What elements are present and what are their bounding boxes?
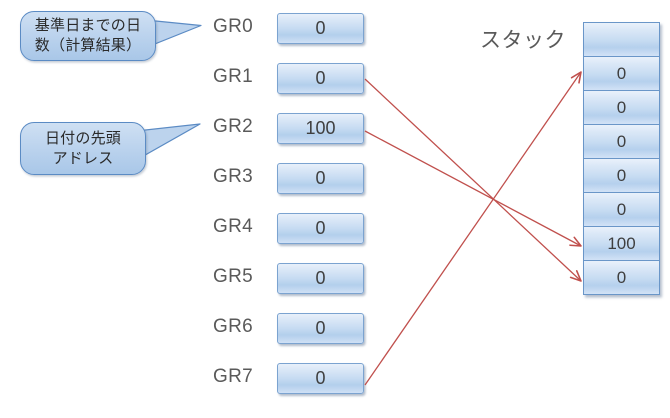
register-value: 0 (315, 218, 326, 238)
callout-line-2: アドレス (52, 149, 114, 167)
stack-cell-3: 0 (584, 125, 659, 159)
stack-cell-5: 0 (584, 193, 659, 227)
register-label-gr4: GR4 (213, 216, 253, 237)
register-value: 0 (315, 18, 326, 38)
register-label-gr3: GR3 (213, 166, 253, 187)
stack-cell-0 (584, 23, 659, 57)
stack-cell-2: 0 (584, 91, 659, 125)
stack-cell-value: 0 (616, 199, 627, 219)
stack-title: スタック (480, 29, 566, 52)
register-box-gr2: 100 (277, 113, 364, 144)
stack-cell-value: 0 (616, 63, 627, 83)
register-value: 0 (315, 268, 326, 288)
stack-cell-7: 0 (584, 261, 659, 294)
register-box-gr6: 0 (277, 313, 364, 344)
stack-container: 0 0 0 0 0 100 0 (583, 22, 660, 295)
register-box-gr4: 0 (277, 213, 364, 244)
register-value: 0 (315, 68, 326, 88)
register-value: 0 (315, 168, 326, 188)
register-box-gr1: 0 (277, 63, 364, 94)
stack-cell-value: 0 (616, 131, 627, 151)
stack-cell-value: 0 (616, 97, 627, 117)
register-value: 0 (315, 318, 326, 338)
stack-cell-value: 0 (616, 165, 627, 185)
callout-days-until-base-date: 基準日までの日 数（計算結果） (20, 11, 156, 61)
arrow-gr7-to-stack-top (364, 71, 582, 386)
register-box-gr0: 0 (277, 13, 364, 44)
register-value: 0 (315, 368, 326, 388)
callout-line-2: 数（計算結果） (34, 37, 142, 54)
register-box-gr5: 0 (277, 263, 364, 294)
callout-tail-date-head-address (135, 120, 204, 164)
stack-cell-value: 0 (616, 267, 627, 287)
register-label-gr1: GR1 (213, 66, 253, 87)
arrow-gr2-to-stack-100 (364, 130, 582, 247)
register-label-gr5: GR5 (213, 266, 253, 287)
register-label-gr2: GR2 (213, 116, 253, 137)
stack-cell-1: 0 (584, 57, 659, 91)
register-value: 100 (305, 118, 336, 138)
callout-tail-days-until-base-date (145, 16, 205, 52)
register-box-gr7: 0 (277, 363, 364, 394)
arrow-gr1-to-stack-bottom (364, 78, 582, 282)
register-label-gr7: GR7 (213, 366, 253, 387)
stack-cell-4: 0 (584, 159, 659, 193)
register-label-gr0: GR0 (213, 16, 253, 37)
callout-line-1: 基準日までの日 (34, 17, 142, 35)
callout-date-head-address: 日付の先頭 アドレス (20, 122, 146, 175)
stack-cell-6: 100 (584, 227, 659, 261)
register-box-gr3: 0 (277, 163, 364, 194)
stack-cell-value: 100 (607, 233, 636, 253)
register-label-gr6: GR6 (213, 316, 253, 337)
callout-line-1: 日付の先頭 (44, 129, 121, 147)
